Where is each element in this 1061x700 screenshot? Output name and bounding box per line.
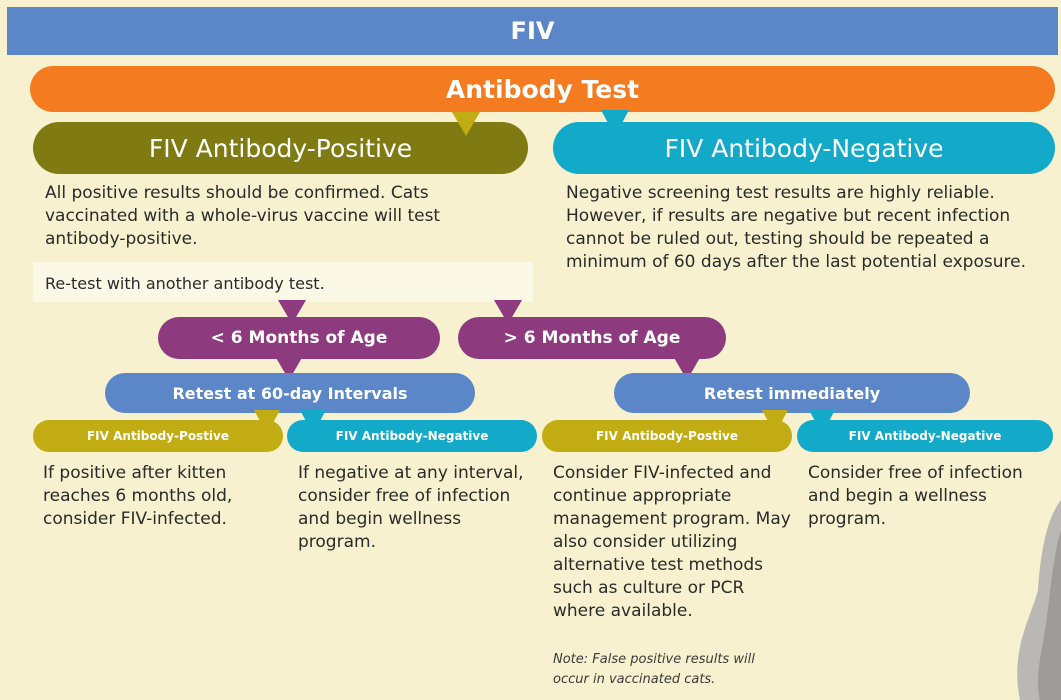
arrow-to-outcome-neg-under6-icon xyxy=(300,410,326,434)
arrow-to-positive-icon xyxy=(452,112,480,136)
age-under-6-node: < 6 Months of Age xyxy=(158,317,440,359)
outcome-negative-over6: FIV Antibody-Negative xyxy=(797,420,1053,452)
arrow-to-outcome-pos-under6-icon xyxy=(254,410,280,434)
arrow-to-outcome-pos-over6-icon xyxy=(762,410,788,434)
page-title: FIV xyxy=(7,7,1058,55)
antibody-positive-node: FIV Antibody-Positive xyxy=(33,122,528,174)
arrow-to-negative-icon xyxy=(601,110,629,136)
retest-interval-node: Retest at 60-day Intervals xyxy=(105,373,475,413)
arrow-to-outcome-neg-over6-icon xyxy=(809,410,835,434)
outcome-text-neg-over6: Consider free of infection and begin a w… xyxy=(808,463,1023,529)
outcome-text-neg-under6: If negative at any interval, consider fr… xyxy=(298,463,524,552)
age-over-6-node: > 6 Months of Age xyxy=(458,317,726,359)
outcome-text-pos-over6: Consider FIV-infected and continue appro… xyxy=(553,463,791,621)
retest-immediate-node: Retest immediately xyxy=(614,373,970,413)
outcome-text-pos-under6: If positive after kitten reaches 6 month… xyxy=(43,463,233,529)
cat-photo-icon xyxy=(1017,500,1061,700)
outcome-negative-under6: FIV Antibody-Negative xyxy=(287,420,537,452)
retest-box xyxy=(33,262,533,302)
retest-instruction: Re-test with another antibody test. xyxy=(45,274,325,293)
positive-description: All positive results should be confirmed… xyxy=(45,183,441,249)
outcome-positive-under6: FIV Antibody-Postive xyxy=(33,420,283,452)
vaccinated-note: Note: False positive results will occur … xyxy=(553,652,755,687)
antibody-test-node: Antibody Test xyxy=(30,66,1055,112)
outcome-positive-over6: FIV Antibody-Postive xyxy=(542,420,792,452)
antibody-negative-node: FIV Antibody-Negative xyxy=(553,122,1055,174)
negative-description: Negative screening test results are high… xyxy=(566,183,1026,272)
